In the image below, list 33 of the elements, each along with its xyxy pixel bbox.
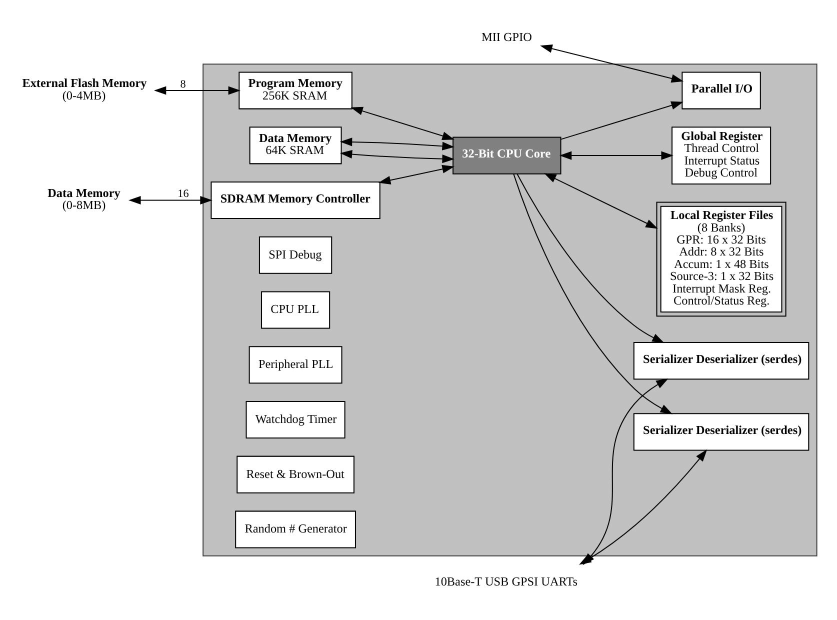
node-box: Parallel I/O <box>681 72 760 110</box>
node-box: Reset & Brown-Out <box>236 456 354 494</box>
node-box: CPU PLL <box>260 291 330 329</box>
node-box: Local Register Files (8 Banks) GPR: 16 x 32 Bits Addr: 8 x 32 Bits Accum: 1 x 48 Bits Source-3: 1 x 32 Bits Interrupt Mask Reg. Control/Status Reg. <box>656 202 786 317</box>
node-box: SPI Debug <box>258 236 332 274</box>
arrow <box>516 174 664 344</box>
node-text: Data Memory (0-8MB) <box>47 186 120 212</box>
arrow <box>378 164 454 184</box>
arrow <box>128 196 212 205</box>
arrow <box>339 150 454 164</box>
node-box: Watchdog Timer <box>245 400 345 439</box>
edge-label: 16 <box>177 188 188 200</box>
node-text: 10Base-T USB GPSI UARTs <box>434 574 578 588</box>
arrow <box>339 138 454 150</box>
arrow <box>512 174 672 414</box>
node-box: Peripheral PLL <box>248 346 342 384</box>
arrow <box>558 151 673 160</box>
node-box: Serializer Deserializer (serdes) <box>632 413 809 451</box>
arrow <box>560 101 683 140</box>
arrow <box>153 86 240 95</box>
arrow <box>350 106 454 140</box>
node-box: Data Memory 64K SRAM <box>248 126 342 164</box>
node-box: Random # Generator <box>234 510 356 548</box>
node-text: External Flash Memory (0-4MB) <box>22 76 146 102</box>
node-box: Global Register Thread Control Interrupt Status Debug Control <box>671 126 771 184</box>
node-box: Program Memory 256K SRAM <box>238 72 352 110</box>
node-box: SDRAM Memory Controller <box>210 181 380 220</box>
node-box: 32-Bit CPU Core <box>452 136 561 174</box>
arrow <box>544 173 658 229</box>
node-text: MII GPIO <box>480 30 532 44</box>
node-box: Serializer Deserializer (serdes) <box>632 342 809 380</box>
arrow <box>540 44 684 83</box>
edge-label: 8 <box>180 78 186 90</box>
